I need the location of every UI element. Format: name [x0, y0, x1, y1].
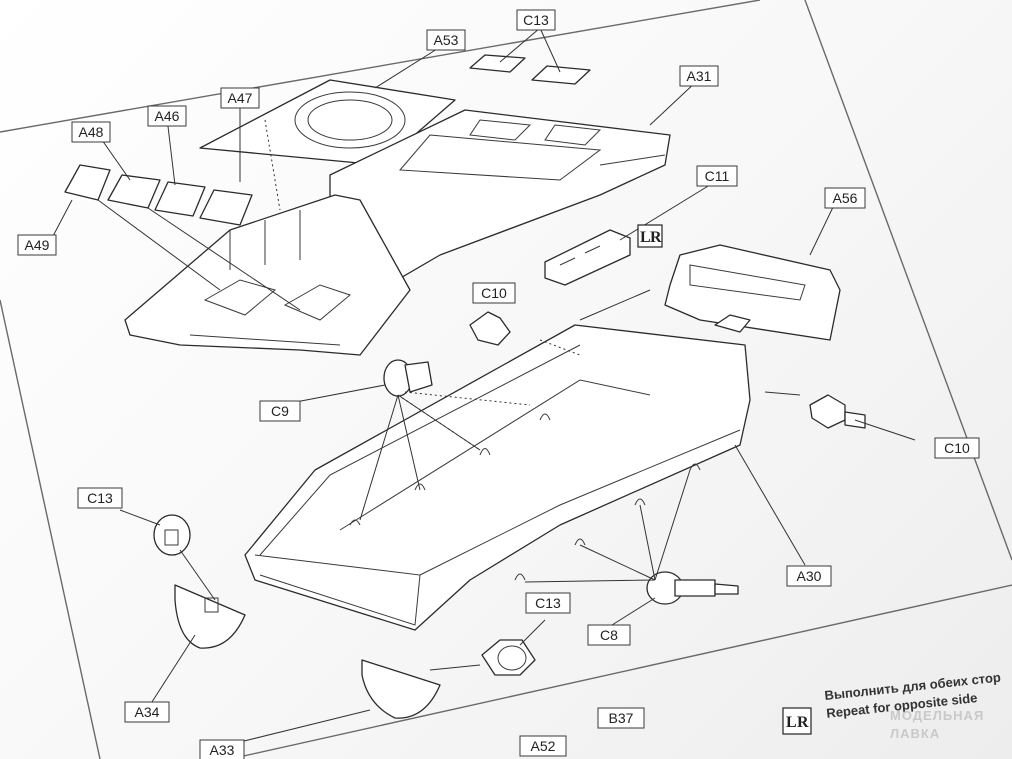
label-a56: A56	[824, 187, 866, 209]
part-c10-right	[809, 394, 866, 429]
lr-mark-note-right: R	[797, 714, 809, 731]
label-a48-text: A48	[79, 124, 104, 140]
label-a31: A31	[679, 65, 719, 87]
label-a52: A52	[519, 735, 567, 757]
frame-bottom-divider	[229, 584, 1012, 759]
part-a34	[174, 584, 246, 649]
label-c10-right: C10	[934, 437, 980, 459]
label-c13-left-text: C13	[87, 490, 113, 506]
label-c10-upper: C10	[472, 282, 516, 304]
watermark-line2: ЛАВКА	[890, 726, 940, 741]
label-a53-text: A53	[434, 32, 459, 48]
label-a47: A47	[220, 87, 260, 109]
label-a52-text: A52	[531, 738, 556, 754]
part-c13-left	[153, 514, 191, 556]
label-c11: C11	[696, 165, 738, 187]
label-c13-top: C13	[516, 9, 556, 31]
label-c8: C8	[587, 624, 631, 646]
part-a46	[154, 181, 206, 217]
part-c11	[544, 229, 631, 286]
part-a49	[64, 164, 111, 201]
frame-right-edge	[804, 0, 1012, 561]
label-a48: A48	[71, 121, 111, 143]
watermark: МОДЕЛЬНАЯ ЛАВКА	[890, 708, 984, 741]
label-a30: A30	[786, 565, 832, 587]
part-a53-plate	[199, 79, 456, 166]
label-a46-text: A46	[155, 108, 180, 124]
part-a31-upper-hull	[329, 109, 671, 291]
part-a48	[107, 174, 161, 209]
label-a47-text: A47	[228, 90, 253, 106]
label-a33: A33	[199, 739, 245, 759]
dotted-guide-lines	[264, 119, 581, 451]
label-c13-top-text: C13	[523, 12, 549, 28]
part-a30-lower-hull	[244, 324, 751, 631]
part-c8	[646, 571, 739, 605]
label-b37-text: B37	[609, 710, 634, 726]
label-a30-text: A30	[797, 568, 822, 584]
frame-top-edge	[0, 0, 761, 133]
label-c13-bottom-text: C13	[535, 595, 561, 611]
part-c13-top-pads	[469, 54, 591, 85]
lr-mark-c11-left: L	[640, 229, 651, 246]
label-c13-left: C13	[77, 487, 123, 509]
label-c9-text: C9	[271, 403, 289, 419]
label-a53: A53	[426, 29, 466, 51]
label-c10-upper-text: C10	[481, 285, 507, 301]
frame-left-edge	[0, 299, 101, 759]
label-b37: B37	[597, 707, 645, 729]
lr-mark-c11: L R	[637, 224, 663, 248]
part-rear-deck	[124, 194, 411, 356]
label-a34: A34	[124, 701, 170, 723]
label-a31-text: A31	[687, 68, 712, 84]
lr-mark-c11-right: R	[650, 229, 662, 246]
lr-mark-note-left: L	[786, 714, 797, 731]
part-c10-upper	[469, 311, 511, 346]
label-a46: A46	[147, 105, 187, 127]
label-a56-text: A56	[833, 190, 858, 206]
label-a34-text: A34	[135, 704, 160, 720]
label-c10-right-text: C10	[944, 440, 970, 456]
part-c9	[383, 359, 433, 397]
part-a56	[664, 244, 841, 341]
part-a47	[199, 189, 253, 226]
leader-lines	[51, 27, 916, 743]
label-a33-text: A33	[210, 742, 235, 758]
label-c11-text: C11	[705, 168, 730, 184]
label-a49-text: A49	[25, 237, 50, 253]
label-a49: A49	[17, 234, 57, 256]
label-c13-bottom: C13	[525, 592, 571, 614]
part-a33	[361, 659, 441, 719]
label-c9: C9	[259, 400, 301, 422]
part-c13-bottom	[481, 639, 536, 676]
label-c8-text: C8	[600, 627, 618, 643]
lr-mark-note: L R	[782, 707, 812, 735]
watermark-line1: МОДЕЛЬНАЯ	[890, 708, 984, 723]
